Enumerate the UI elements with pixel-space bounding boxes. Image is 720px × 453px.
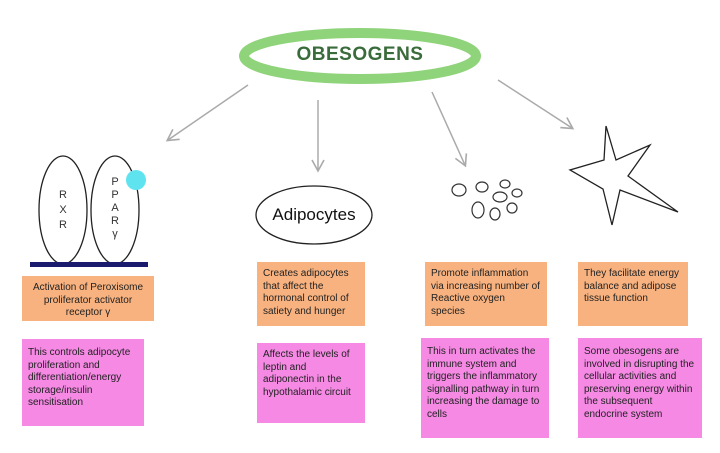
endocrine-box: Some obesogens are involved in disruptin… bbox=[578, 338, 702, 438]
ros-bubble bbox=[492, 191, 508, 203]
receptor-activation-box: Activation of Peroxisome proliferator ac… bbox=[22, 276, 154, 321]
adipocyte-oval bbox=[255, 185, 373, 245]
ros-cluster bbox=[451, 179, 523, 221]
ros-bubble bbox=[499, 179, 511, 189]
leptin-box: Affects the levels of leptin and adipone… bbox=[257, 343, 365, 423]
inflammation-box: Promote inflammation via increasing numb… bbox=[425, 262, 547, 326]
ppar-label: P P A R γ bbox=[111, 176, 119, 240]
star-shape bbox=[568, 125, 679, 226]
rxr-label: R X R bbox=[59, 189, 67, 231]
ros-bubble bbox=[451, 183, 467, 197]
ros-bubble bbox=[489, 207, 501, 221]
energy-balance-box: They facilitate energy balance and adipo… bbox=[578, 262, 688, 326]
diagram-title: OBESOGENS bbox=[296, 44, 424, 65]
ros-bubble bbox=[506, 202, 518, 214]
arrow-to-star bbox=[497, 79, 575, 130]
ros-bubble bbox=[511, 188, 523, 198]
adipocyte-hormone-box: Creates adipocytes that affect the hormo… bbox=[257, 262, 365, 326]
receptor-effect-box: This controls adipocyte proliferation an… bbox=[22, 339, 144, 426]
ros-bubble bbox=[471, 201, 485, 219]
arrow-to-receptor bbox=[165, 84, 249, 142]
arrow-to-ros bbox=[431, 91, 468, 168]
immune-box: This in turn activates the immune system… bbox=[421, 338, 549, 438]
membrane-bar bbox=[30, 262, 148, 267]
title-ring bbox=[239, 28, 481, 84]
ligand-dot bbox=[126, 170, 146, 190]
ros-bubble bbox=[475, 181, 489, 193]
adipocytes-label: Adipocytes bbox=[272, 205, 356, 224]
